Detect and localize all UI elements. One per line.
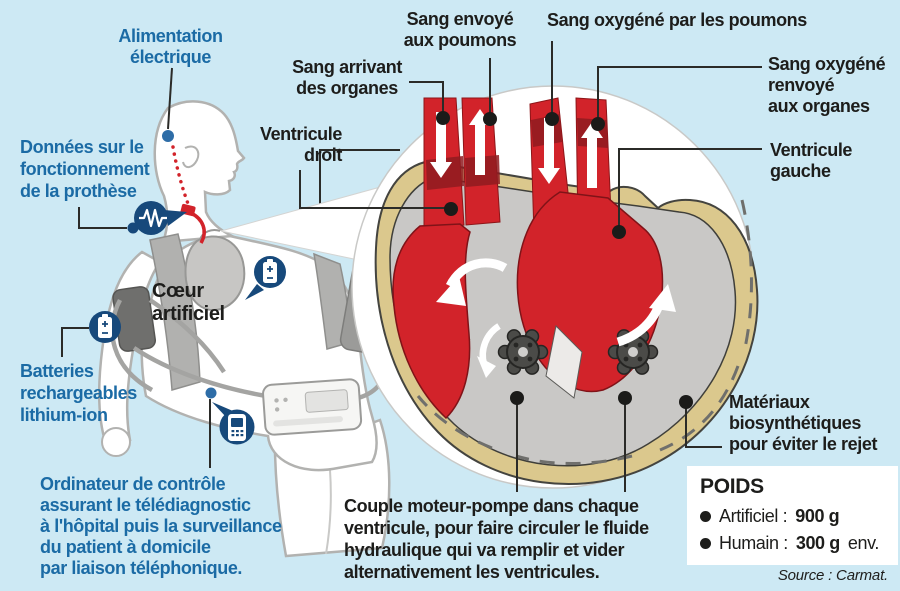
label-blood-oxygenated-to-organs: Sang oxygéné renvoyé aux organes [768,54,886,116]
battery-icon [245,256,286,300]
power-wire-dotted [171,145,192,211]
ecg-signal-icon [134,201,187,235]
label-blood-to-lungs: Sang envoyé aux poumons [403,9,517,50]
label-batteries: Batteries rechargeables lithium-ion [20,361,137,425]
source-credit: Source : Carmat. [777,567,888,584]
label-motor-pump-caption: Couple moteur-pompe dans chaque ventricu… [344,496,649,582]
bullet-dot-icon [700,510,711,522]
weight-item-human: Humain : 300 g env. [700,533,890,553]
label-control-computer: Ordinateur de contrôle assurant le téléd… [40,474,282,578]
weight-item-suffix: env. [847,533,879,553]
figure-hand [101,427,131,457]
label-blood-from-organs: Sang arrivant des organes [292,57,402,98]
callout-lines [61,41,762,492]
arrow-down-icon [430,112,452,178]
weight-box: POIDS Artificiel : 900 g Humain : 300 g … [687,466,898,565]
right-ventricle-shape [392,223,471,420]
arrow-down-icon [538,118,560,184]
control-unit [262,378,363,436]
weight-item-value: 900 g [795,506,840,526]
weight-box-title: POIDS [700,475,764,498]
weight-item-label: Humain : [719,533,788,553]
motor-pump-gear-icon [497,329,549,375]
callout-dots [127,111,693,409]
weight-item-value: 300 g [795,533,840,553]
weight-item-label: Artificiel : [719,506,788,526]
arrow-up-icon [469,109,491,175]
label-left-ventricle: Ventricule gauche [770,140,853,181]
figure-ear [182,145,200,168]
weight-item-artificial: Artificiel : 900 g [700,506,890,526]
power-wire [190,211,206,244]
label-biosynthetic-materials: Matériaux biosynthétiques pour éviter le… [729,392,878,454]
flow-arrow-icons [430,109,603,188]
arrow-up-icon [581,122,603,188]
bullet-dot-icon [700,537,711,549]
circulation-arrow-icons [436,258,676,378]
label-prosthesis-data: Données sur le fonctionnement de la prot… [20,137,150,201]
label-power-supply: Alimentation électrique [118,26,223,67]
label-artificial-heart: Cœur artificiel [152,280,225,325]
mobile-phone-icon [212,402,255,445]
implanted-heart [184,235,246,312]
dashed-membrane [416,199,753,465]
label-right-ventricle: Ventricule droit [259,124,342,165]
battery-icon [89,311,121,343]
label-blood-oxygenated-by-lungs: Sang oxygéné par les poumons [547,10,807,30]
magnified-heart-view [351,85,759,489]
